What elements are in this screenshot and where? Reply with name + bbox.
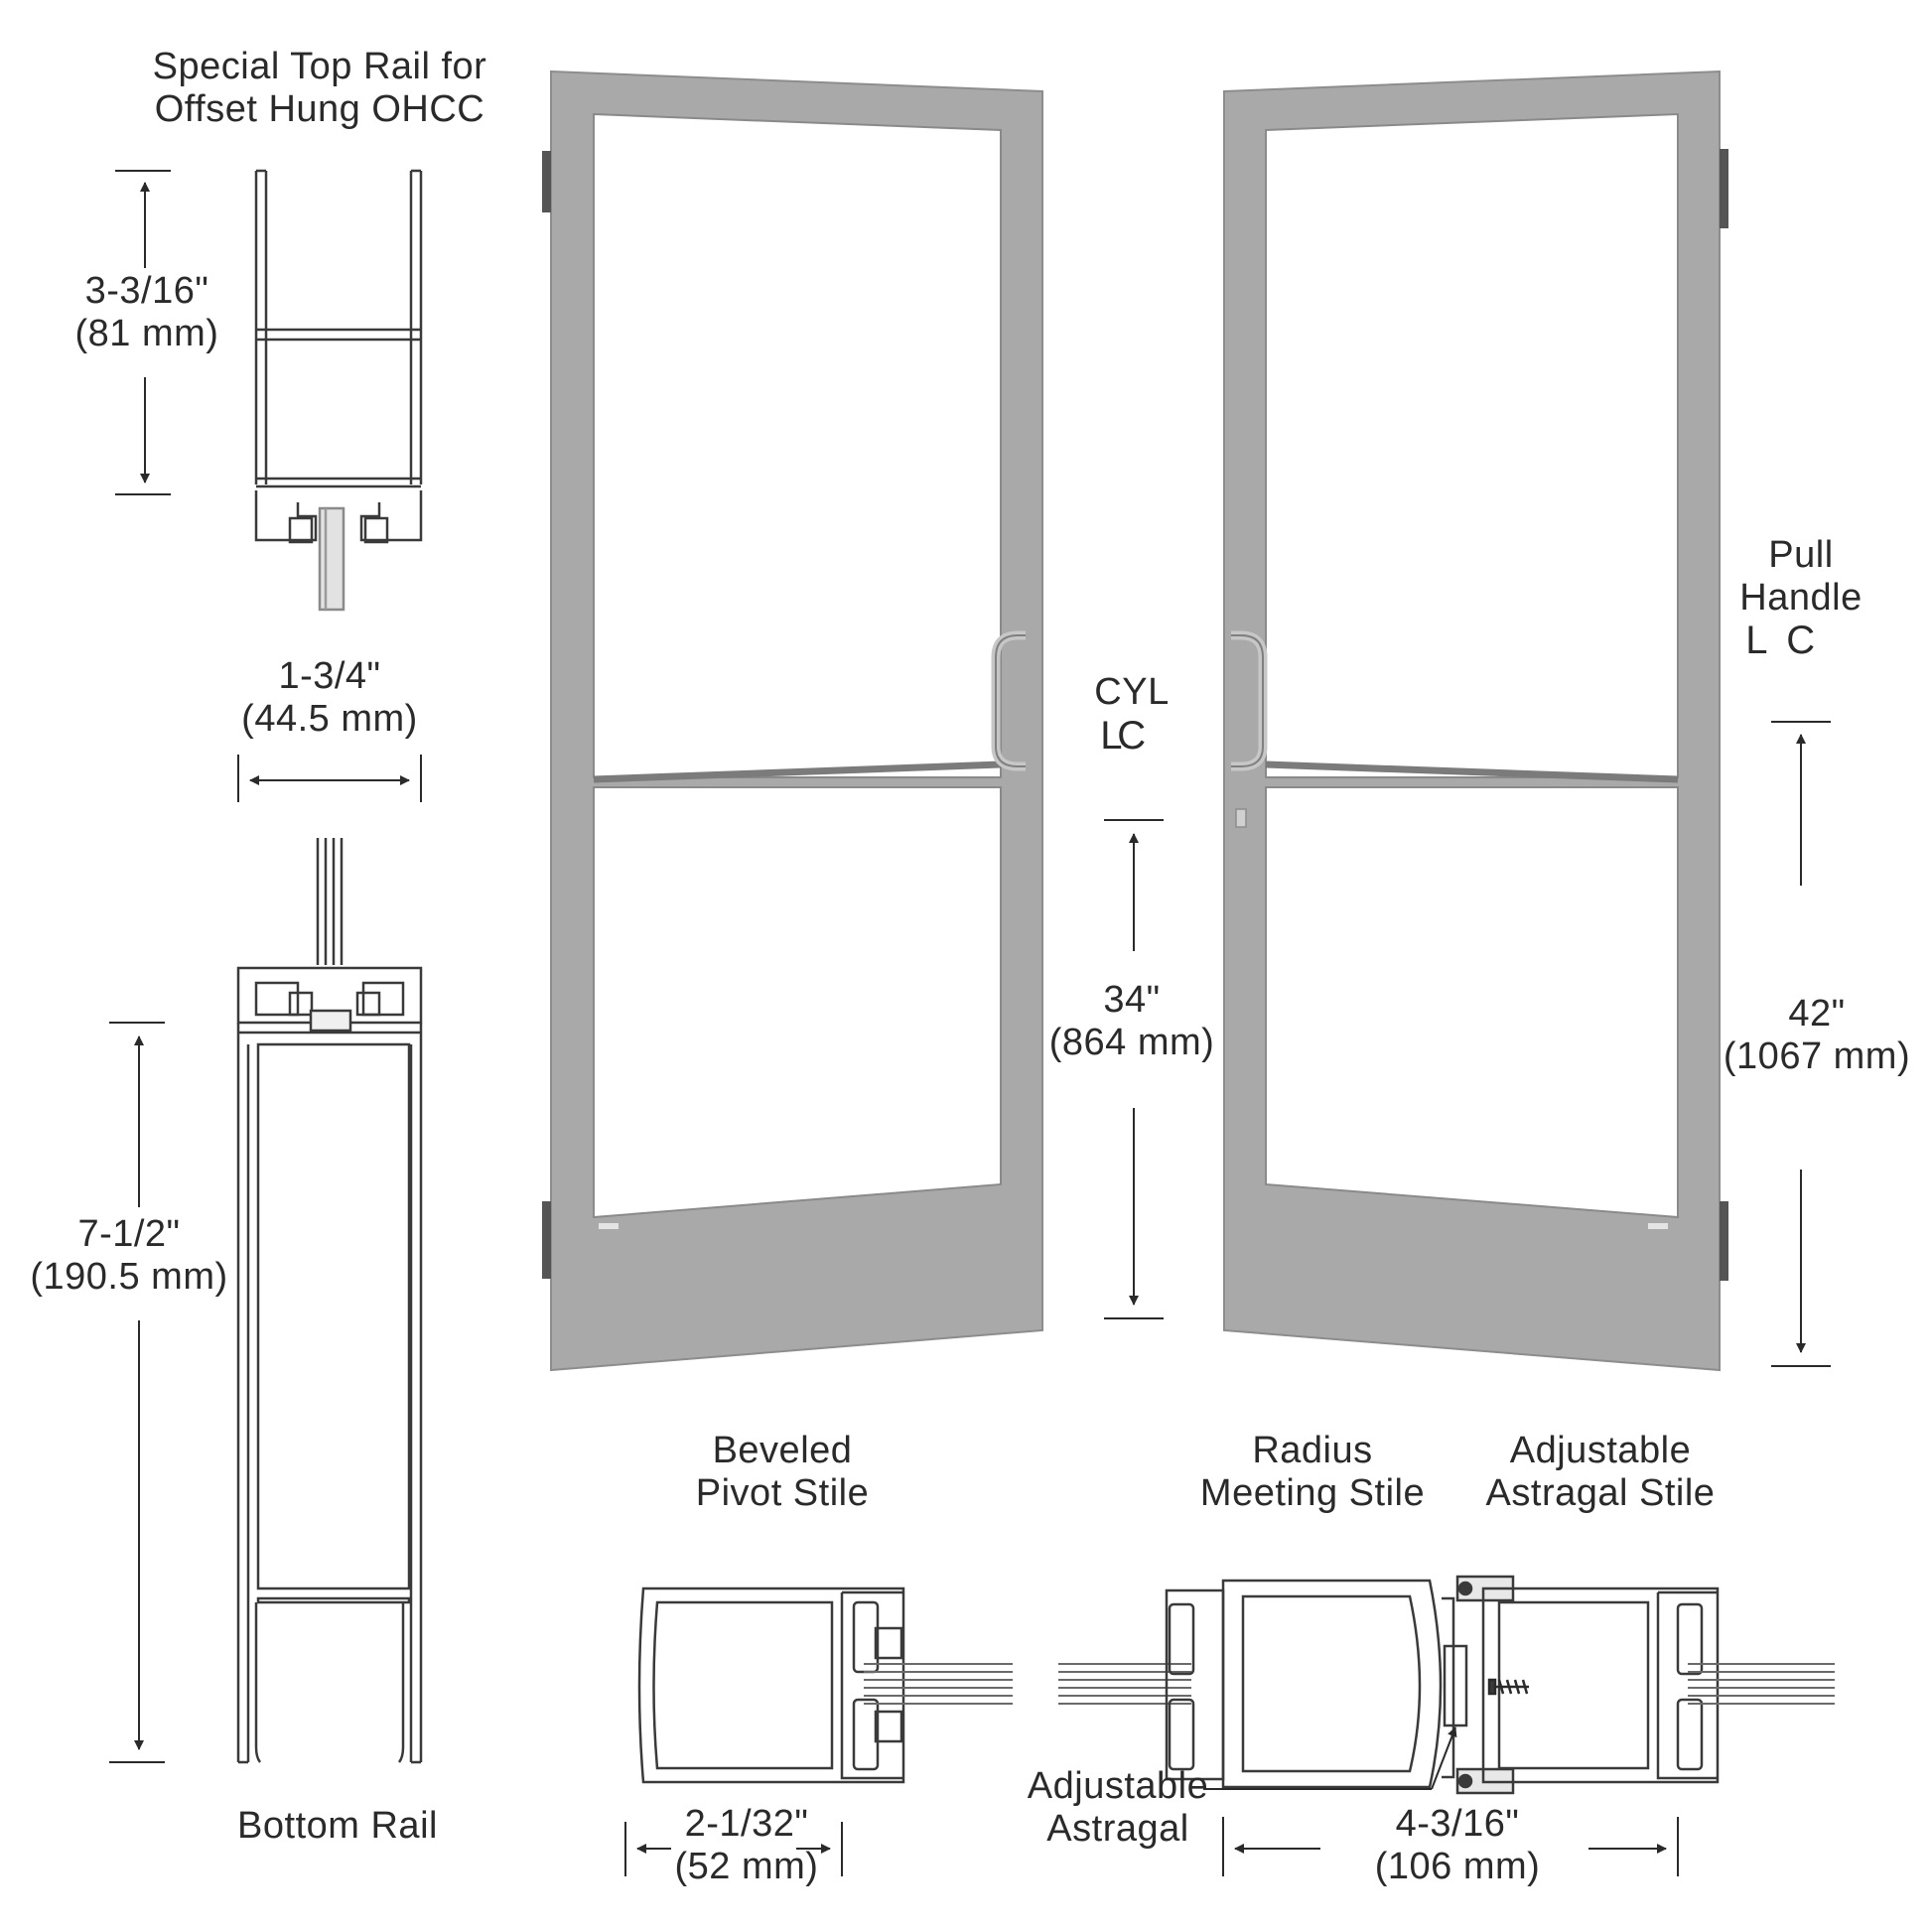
pivot-stile-label-line2: Pivot Stile (695, 1471, 870, 1514)
bottom-rail-section (236, 838, 423, 1764)
dimension-lines (109, 170, 1831, 1876)
meeting-stile-label-line1: Radius (1252, 1430, 1373, 1471)
top-rail-width-in: 1-3/4" (278, 655, 381, 697)
pivot-stile-width-in: 2-1/32" (684, 1803, 809, 1845)
centerline-mark: C (1117, 713, 1147, 758)
pull-handle-height-in: 42" (1788, 993, 1846, 1035)
centerline-mark: C (1786, 619, 1816, 663)
pivot-stile-label-line1: Beveled (712, 1430, 853, 1471)
pull-handle-height-label: 42" (1067 mm) (1724, 993, 1910, 1077)
astragal-stile-label-line2: Astragal Stile (1485, 1471, 1716, 1514)
bottom-rail-height-mm: (190.5 mm) (30, 1255, 228, 1298)
screw-icon (1487, 1678, 1529, 1696)
bottom-rail-height-in: 7-1/2" (77, 1213, 181, 1255)
hinge-icon (542, 1201, 551, 1279)
top-rail-width-mm: (44.5 mm) (241, 697, 418, 740)
hinge-icon (1720, 149, 1728, 228)
top-rail-section (254, 169, 423, 612)
meeting-stile-section (1058, 1575, 1835, 1795)
cylinder-label-text: CYL (1094, 671, 1170, 713)
bottom-rail-label-text: Bottom Rail (237, 1805, 438, 1847)
astragal-stile-label-line1: Adjustable (1509, 1430, 1692, 1471)
hinge-icon (1720, 1201, 1728, 1281)
pivot-stile-section (637, 1587, 1013, 1784)
hinge-icon (542, 151, 551, 212)
top-rail-title: Special Top Rail for Offset Hung OHCC (153, 46, 487, 130)
pull-handle-label-line2: Handle (1739, 576, 1863, 619)
centerline-sub: L (1745, 619, 1769, 663)
astragal-stile-width-mm: (106 mm) (1374, 1845, 1541, 1887)
top-rail-title-line1: Special Top Rail for (152, 46, 487, 87)
bottom-rail-height-label: 7-1/2" (190.5 mm) (30, 1213, 227, 1298)
top-rail-height-mm: (81 mm) (74, 312, 219, 354)
top-rail-height-in: 3-3/16" (84, 270, 209, 312)
top-rail-height-label: 3-3/16" (81 mm) (75, 270, 219, 354)
pivot-stile-width-mm: (52 mm) (674, 1845, 819, 1887)
pivot-stile-label: Beveled Pivot Stile (696, 1430, 869, 1514)
centerline-sub: L (1100, 713, 1124, 758)
astragal-stile-width-label: 4-3/16" (106 mm) (1375, 1803, 1541, 1887)
cylinder-lock-icon (1235, 808, 1247, 828)
cylinder-height-mm: (864 mm) (1048, 1021, 1215, 1063)
top-rail-width-label: 1-3/4" (44.5 mm) (241, 655, 418, 740)
pivot-stile-width-label: 2-1/32" (52 mm) (675, 1803, 819, 1887)
top-rail-title-line2: Offset Hung OHCC (154, 87, 485, 130)
astragal-stile-label: Adjustable Astragal Stile (1486, 1430, 1716, 1514)
cylinder-height-label: 34" (864 mm) (1049, 979, 1215, 1063)
pull-handle-left (991, 630, 1026, 771)
astragal-label-line1: Adjustable (1027, 1765, 1209, 1807)
pull-handle-right (1231, 630, 1268, 771)
pull-handle-height-mm: (1067 mm) (1723, 1035, 1911, 1077)
meeting-stile-label-line2: Meeting Stile (1199, 1471, 1426, 1514)
pull-handle-label-line1: Pull (1768, 534, 1834, 576)
bottom-rail-label: Bottom Rail (237, 1805, 438, 1848)
meeting-stile-label: Radius Meeting Stile (1200, 1430, 1425, 1514)
cylinder-height-in: 34" (1103, 979, 1161, 1021)
right-door (1223, 69, 1728, 1372)
astragal-label: Adjustable Astragal (1028, 1765, 1208, 1850)
astragal-stile-width-in: 4-3/16" (1395, 1803, 1520, 1845)
astragal-label-line2: Astragal (1046, 1807, 1189, 1850)
left-door (542, 69, 1043, 1372)
